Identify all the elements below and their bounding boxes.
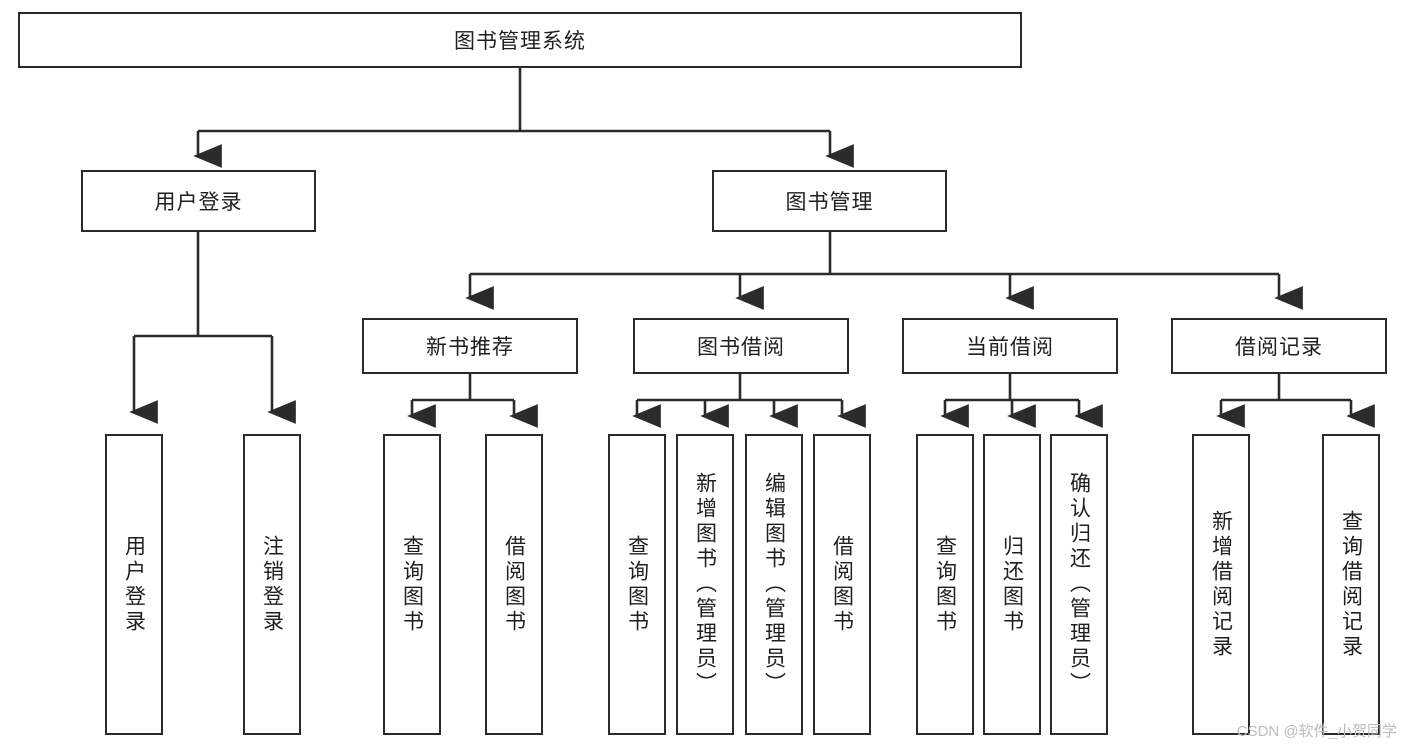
leaf-user-login[interactable]: 用户登录 — [105, 434, 163, 735]
node-label: 查询借阅记录 — [1339, 509, 1363, 660]
leaf-current-confirm-return[interactable]: 确认归还（管理员） — [1050, 434, 1108, 735]
node-label: 查询图书 — [625, 534, 649, 635]
node-label: 归还图书 — [1000, 534, 1024, 635]
node-label: 当前借阅 — [966, 336, 1054, 359]
node-label: 新书推荐 — [426, 336, 514, 359]
node-label: 注销登录 — [260, 534, 284, 635]
node-label: 用户登录 — [154, 191, 243, 214]
node-root-system[interactable]: 图书管理系统 — [18, 12, 1022, 68]
node-current-borrow[interactable]: 当前借阅 — [902, 318, 1118, 374]
node-label: 图书管理 — [785, 191, 874, 214]
node-label: 查询图书 — [400, 534, 424, 635]
node-label: 查询图书 — [933, 534, 957, 635]
node-label: 编辑图书（管理员） — [762, 472, 786, 697]
node-book-borrow[interactable]: 图书借阅 — [633, 318, 849, 374]
leaf-record-query[interactable]: 查询借阅记录 — [1322, 434, 1380, 735]
leaf-record-add[interactable]: 新增借阅记录 — [1192, 434, 1250, 735]
node-book-management[interactable]: 图书管理 — [712, 170, 947, 232]
node-label: 借阅图书 — [502, 534, 526, 635]
leaf-borrow-edit-book[interactable]: 编辑图书（管理员） — [745, 434, 803, 735]
node-label: 新增借阅记录 — [1209, 509, 1233, 660]
node-label: 确认归还（管理员） — [1067, 472, 1091, 697]
leaf-borrow-query-book[interactable]: 查询图书 — [608, 434, 666, 735]
node-label: 图书借阅 — [697, 336, 785, 359]
node-borrow-record[interactable]: 借阅记录 — [1171, 318, 1387, 374]
node-new-book-recommend[interactable]: 新书推荐 — [362, 318, 578, 374]
leaf-user-logout[interactable]: 注销登录 — [243, 434, 301, 735]
node-label: 借阅图书 — [830, 534, 854, 635]
node-label: 图书管理系统 — [454, 30, 586, 53]
node-label: 用户登录 — [122, 534, 146, 635]
node-label: 借阅记录 — [1235, 336, 1323, 359]
leaf-borrow-add-book[interactable]: 新增图书（管理员） — [676, 434, 734, 735]
leaf-new-book-borrow[interactable]: 借阅图书 — [485, 434, 543, 735]
node-user-login[interactable]: 用户登录 — [81, 170, 316, 232]
node-label: 新增图书（管理员） — [693, 472, 717, 697]
leaf-current-query-book[interactable]: 查询图书 — [916, 434, 974, 735]
csdn-watermark: CSDN @软件_小贺同学 — [1236, 723, 1397, 740]
leaf-current-return-book[interactable]: 归还图书 — [983, 434, 1041, 735]
leaf-borrow-borrow-book[interactable]: 借阅图书 — [813, 434, 871, 735]
leaf-new-book-query[interactable]: 查询图书 — [383, 434, 441, 735]
